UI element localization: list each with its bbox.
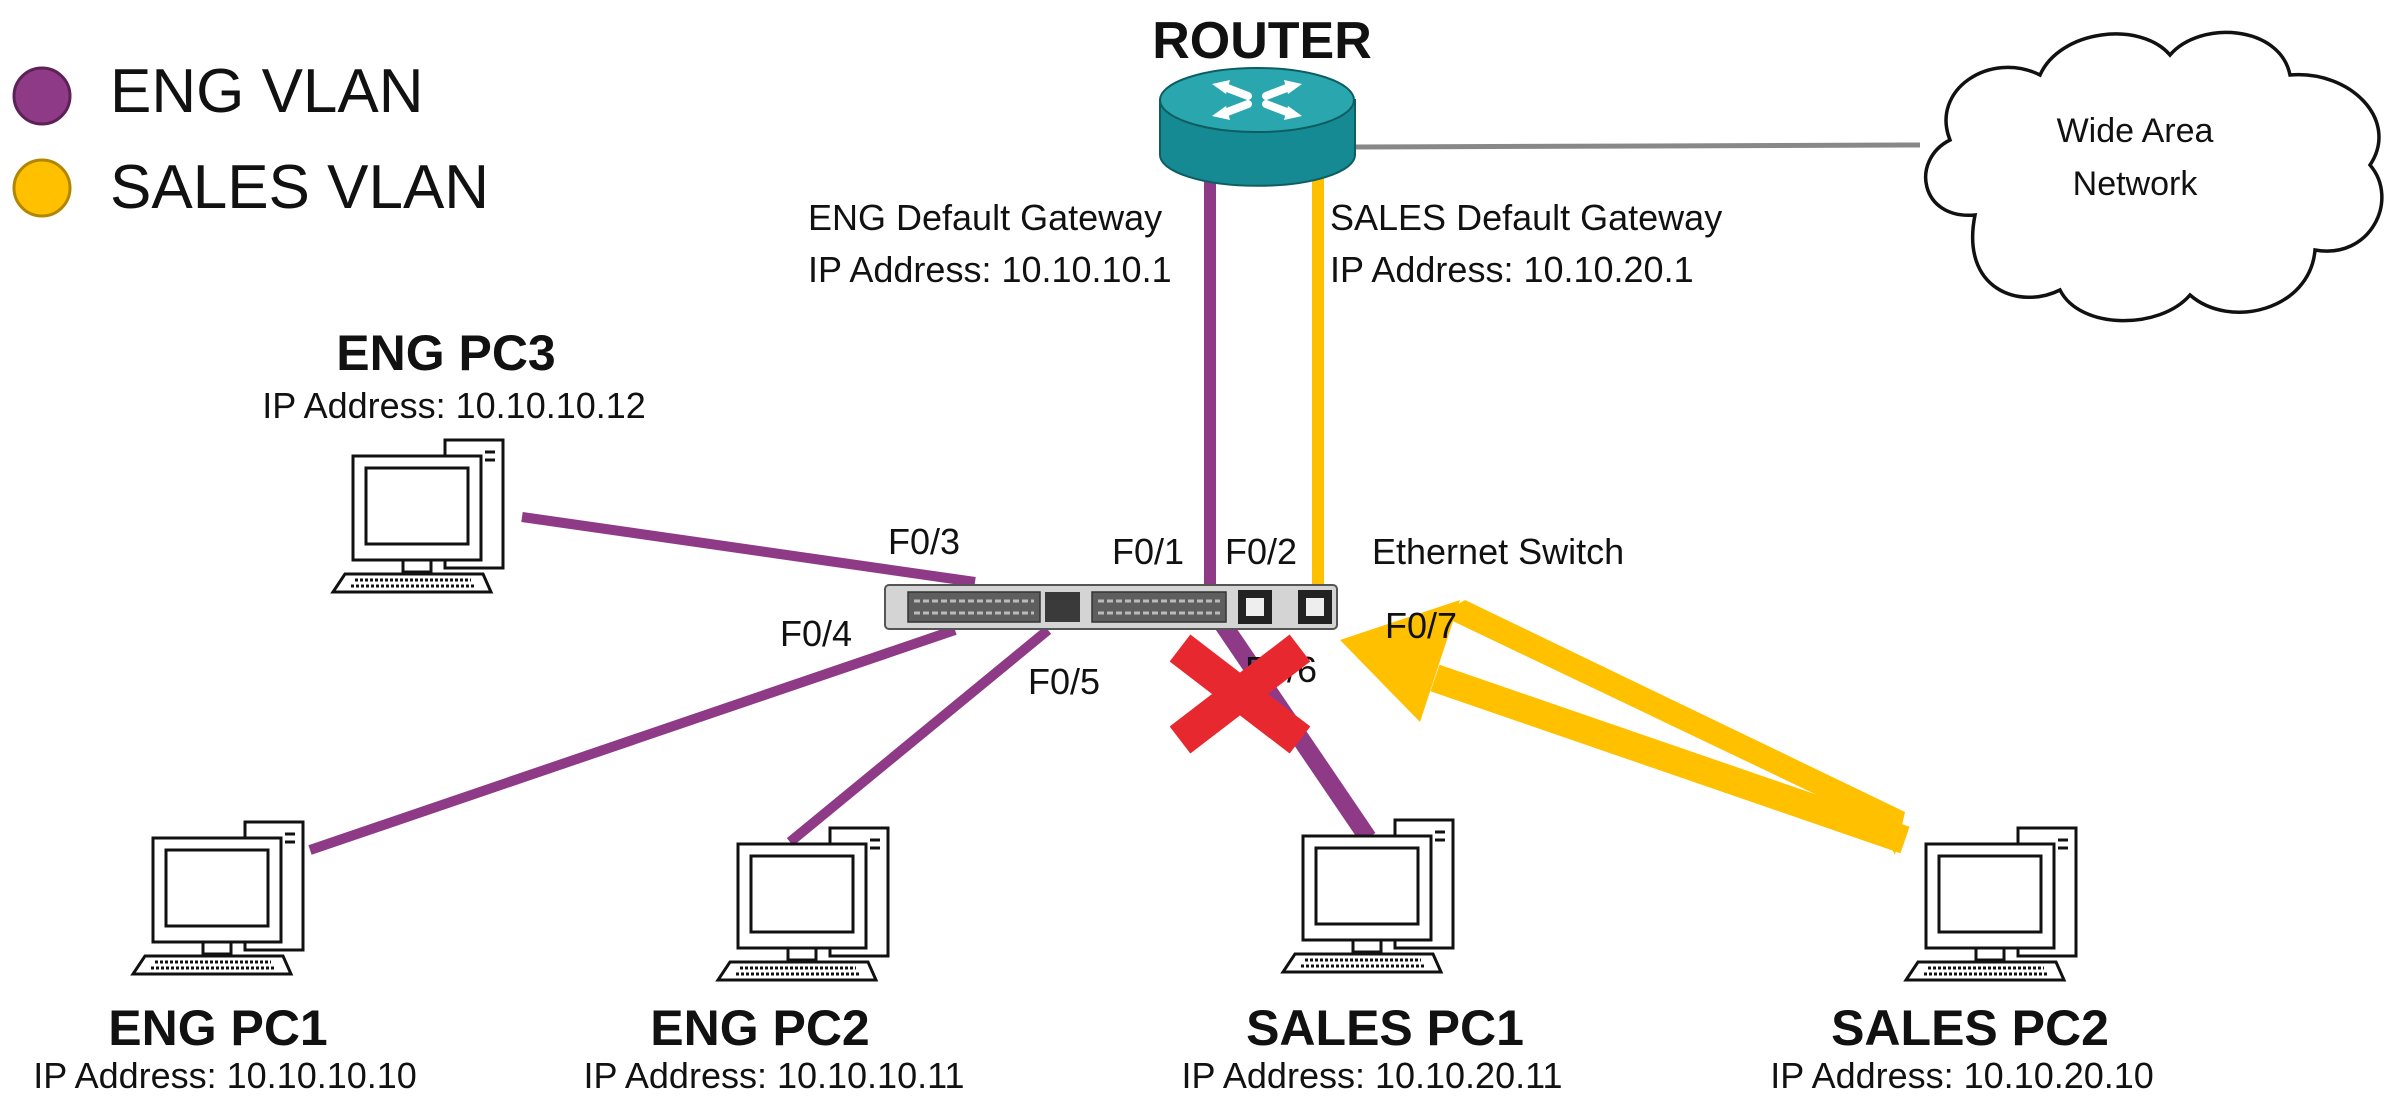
switch-label: Ethernet Switch <box>1372 531 1624 572</box>
sales-gateway-ip: IP Address: 10.10.20.1 <box>1330 249 1694 290</box>
eng-vlan-legend-icon <box>12 66 72 126</box>
router-icon <box>1159 67 1356 187</box>
eng-pc2-name: ENG PC2 <box>650 1000 870 1056</box>
eng-pc3-link <box>521 512 976 587</box>
arrow-icon <box>1340 600 1910 855</box>
switch-icon <box>884 584 1338 630</box>
legend-sales-label: SALES VLAN <box>110 153 489 222</box>
sales-pc2-ip: IP Address: 10.10.20.10 <box>1770 1055 2154 1096</box>
sales-gateway-label: SALES Default Gateway <box>1330 197 1722 238</box>
port-f04: F0/4 <box>780 613 852 654</box>
port-f01: F0/1 <box>1112 531 1184 572</box>
port-f07: F0/7 <box>1385 605 1457 646</box>
sales-pc1-name: SALES PC1 <box>1246 1000 1524 1056</box>
eng-gateway-ip: IP Address: 10.10.10.1 <box>808 249 1172 290</box>
red-x-icon <box>1169 634 1311 754</box>
eng-pc3-name: ENG PC3 <box>336 325 556 381</box>
eng-pc1-name: ENG PC1 <box>108 1000 328 1056</box>
eng-pc2-link <box>786 626 1052 846</box>
sales-pc1-ip: IP Address: 10.10.20.11 <box>1182 1055 1563 1096</box>
sales-pc2-name: SALES PC2 <box>1831 1000 2109 1056</box>
eng-pc1-link <box>308 625 957 855</box>
eng-pc1-desktop-computer-icon <box>131 820 305 976</box>
sales-pc2-desktop-computer-icon <box>1904 826 2078 982</box>
eng-pc1-ip: IP Address: 10.10.10.10 <box>33 1055 417 1096</box>
legend: ENG VLAN SALES VLAN <box>12 57 489 222</box>
router-title: ROUTER <box>1152 12 1372 70</box>
eng-gateway-label: ENG Default Gateway <box>808 197 1162 238</box>
cloud-icon <box>1924 30 2384 323</box>
eng-pc2-ip: IP Address: 10.10.10.11 <box>584 1055 965 1096</box>
legend-eng-label: ENG VLAN <box>110 57 424 126</box>
port-f02: F0/2 <box>1225 531 1297 572</box>
eng-pc3-ip: IP Address: 10.10.10.12 <box>262 385 646 426</box>
sales-vlan-legend-icon <box>12 158 72 218</box>
wan-label-line2: Network <box>2073 165 2199 203</box>
port-f03: F0/3 <box>888 521 960 562</box>
eng-pc2-desktop-computer-icon <box>716 826 890 982</box>
wan-link <box>1354 142 1921 150</box>
port-f05: F0/5 <box>1028 661 1100 702</box>
wan-label-line1: Wide Area <box>2057 112 2214 150</box>
eng-pc3-desktop-computer-icon <box>331 438 505 594</box>
sales-pc1-desktop-computer-icon <box>1281 818 1455 974</box>
